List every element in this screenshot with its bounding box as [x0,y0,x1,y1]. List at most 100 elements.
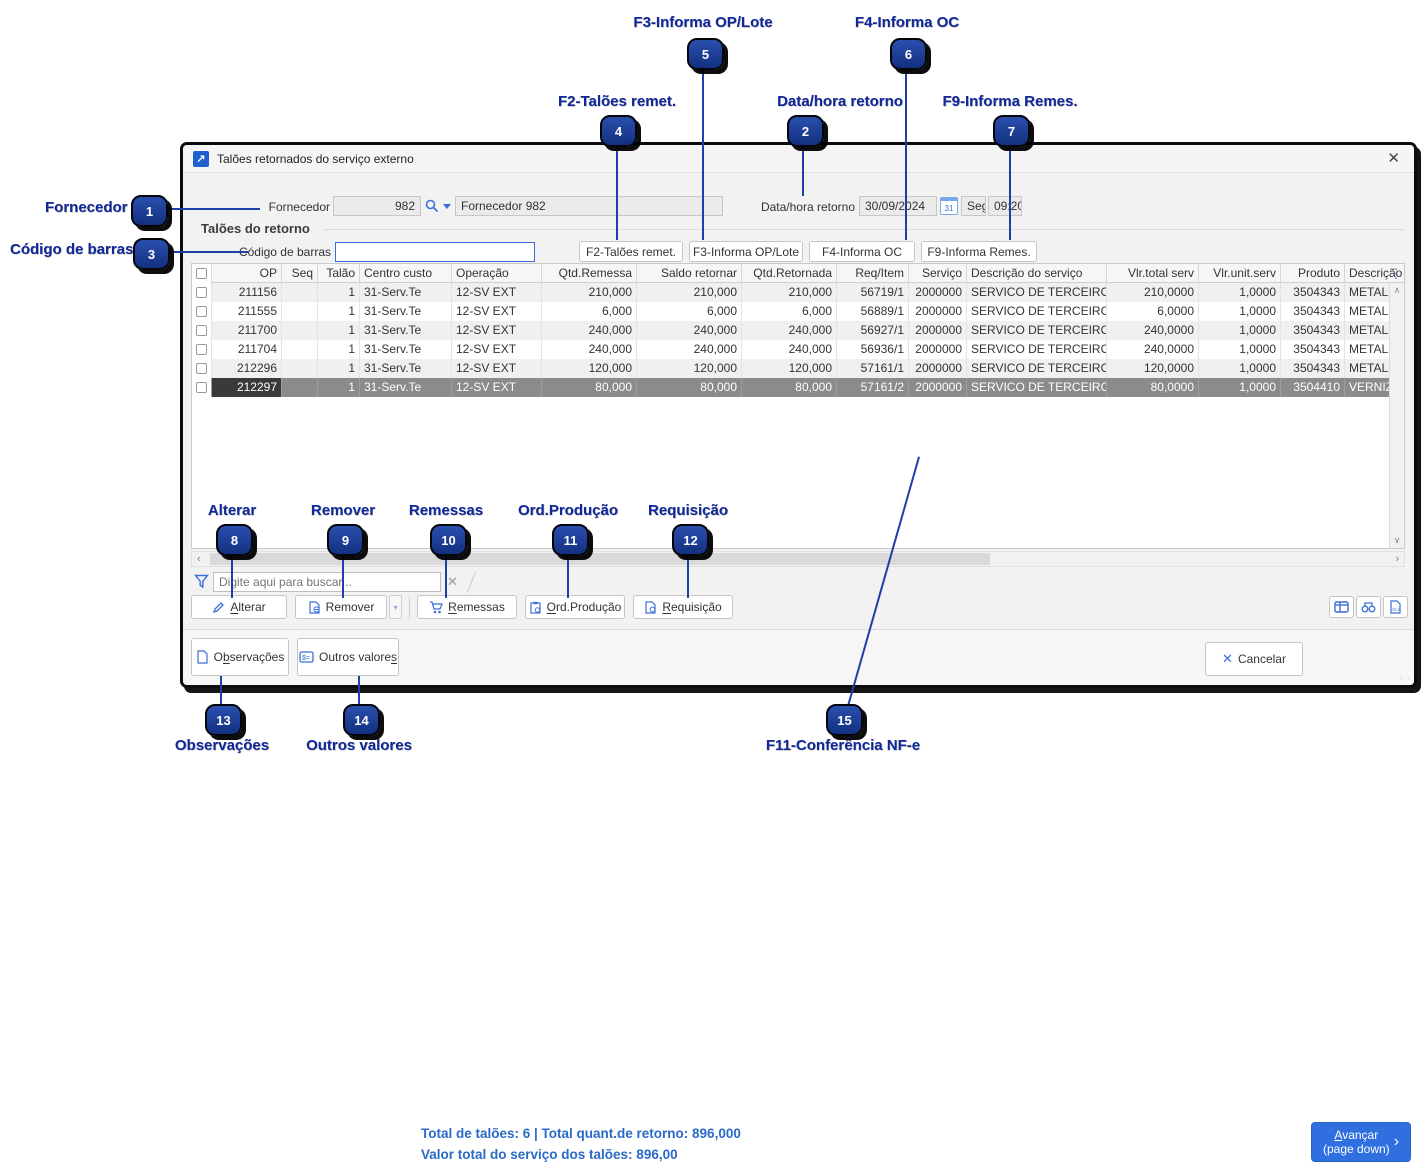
scrollbar-thumb[interactable] [210,553,990,565]
cancelar-button[interactable]: ✕ Cancelar [1205,642,1303,676]
find-button[interactable] [1356,596,1381,618]
table-cell: 12-SV EXT [452,283,542,302]
horizontal-scrollbar[interactable]: ‹ › [191,551,1405,567]
table-cell: 2000000 [909,321,967,340]
search-icon[interactable] [425,199,439,213]
table-cell: 210,000 [742,283,837,302]
scroll-down-icon[interactable]: ∨ [1393,535,1401,545]
vertical-scrollbar[interactable]: ∧ ∨ [1389,283,1404,548]
table-cell: 210,000 [542,283,637,302]
column-menu-icon[interactable]: ⋮ [1389,266,1403,281]
table-cell: 12-SV EXT [452,359,542,378]
ord-producao-button[interactable]: Ord.Produção [525,595,625,619]
column-header[interactable]: Vlr.unit.serv [1199,264,1281,283]
row-checkbox[interactable] [196,287,207,298]
column-header[interactable]: Saldo retornar [637,264,742,283]
callout-line [905,66,907,240]
scroll-up-icon[interactable]: ∧ [1393,285,1401,295]
callout-line [165,208,260,210]
column-header[interactable]: Qtd.Retornada [742,264,837,283]
table-cell: 31-Serv.Te [360,340,452,359]
tab-edge [466,571,477,593]
table-cell: 240,000 [742,321,837,340]
column-header[interactable]: Vlr.total serv [1107,264,1199,283]
column-header[interactable]: Produto [1281,264,1345,283]
calendar-icon[interactable]: 31 [940,197,958,215]
clear-icon[interactable]: ✕ [447,574,458,589]
layout-columns-button[interactable] [1329,596,1354,618]
column-header[interactable]: Req/Item [837,264,909,283]
chevron-down-icon[interactable] [443,204,451,209]
table-cell [282,321,318,340]
f9-informa-remes-button[interactable]: F9-Informa Remes. [921,241,1037,262]
remessas-button[interactable]: Remessas [417,595,517,619]
callout-label: Requisição [647,502,729,519]
row-checkbox[interactable] [196,306,207,317]
row-checkbox[interactable] [196,382,207,393]
row-checkbox[interactable] [196,325,207,336]
scroll-right-icon[interactable]: › [1395,553,1399,565]
f3-informa-op-lote-button[interactable]: F3-Informa OP/Lote [689,241,803,262]
cancel-x-icon: ✕ [1222,651,1233,666]
row-checkbox[interactable] [196,363,207,374]
date-field[interactable]: 30/09/2024 [859,196,937,216]
outros-valores-button[interactable]: $= Outros valores [297,638,399,676]
filter-icon[interactable] [194,574,209,589]
close-icon[interactable]: ✕ [1387,150,1400,167]
avancar-button[interactable]: Avançar(page down) › [1311,1122,1411,1162]
export-xls-button[interactable]: XLS [1383,596,1408,618]
column-header[interactable]: Serviço [909,264,967,283]
table-cell: 31-Serv.Te [360,378,452,397]
column-header[interactable]: Seq [282,264,318,283]
alterar-button[interactable]: Alterar [191,595,287,619]
column-header[interactable]: Qtd.Remessa [542,264,637,283]
table-cell: 6,000 [637,302,742,321]
column-header[interactable]: Talão [318,264,360,283]
barcode-input[interactable] [335,242,535,262]
callout-label: Observações [174,737,270,754]
f2-taloes-remet-button[interactable]: F2-Talões remet. [579,241,683,262]
column-header[interactable]: Descrição do serviço [967,264,1107,283]
table-cell: 12-SV EXT [452,321,542,340]
table-cell: 56719/1 [837,283,909,302]
table-cell [282,378,318,397]
pencil-icon [212,601,225,614]
requisicao-button[interactable]: Requisição [633,595,733,619]
row-checkbox[interactable] [196,344,207,355]
fornecedor-name-field[interactable]: Fornecedor 982 [455,196,723,216]
callout-badge: 1 [131,195,168,227]
table-cell: 31-Serv.Te [360,283,452,302]
column-header[interactable]: Operação [452,264,542,283]
column-header[interactable]: Centro custo [360,264,452,283]
table-cell: 31-Serv.Te [360,302,452,321]
table-cell: 1 [318,359,360,378]
dialog-window: ↗ Talões retornados do serviço externo ✕… [180,142,1417,1162]
chevron-right-icon: › [1393,1133,1400,1150]
fornecedor-code-field[interactable]: 982 [333,196,421,216]
select-all-checkbox[interactable] [196,268,207,279]
remover-dropdown-icon[interactable]: ▾ [389,595,402,619]
resize-grip[interactable]: · · [1399,673,1411,683]
table-cell: 56889/1 [837,302,909,321]
callout-line [616,143,618,240]
table-cell [282,283,318,302]
column-header[interactable]: OP [212,264,282,283]
f4-informa-oc-button[interactable]: F4-Informa OC [809,241,915,262]
table-cell: 240,000 [542,340,637,359]
remover-button[interactable]: Remover [295,595,387,619]
barcode-label: Código de barras [238,245,331,259]
observacoes-button[interactable]: Observações [191,638,289,676]
scroll-left-icon[interactable]: ‹ [197,553,201,565]
fornecedor-label: Fornecedor [268,200,330,214]
cancelar-label: Cancelar [1237,652,1286,666]
column-header[interactable]: Descrição [1345,264,1404,283]
callout-line [1009,143,1011,240]
search-input[interactable] [213,572,441,592]
time-field[interactable]: 09:20 [988,196,1022,216]
